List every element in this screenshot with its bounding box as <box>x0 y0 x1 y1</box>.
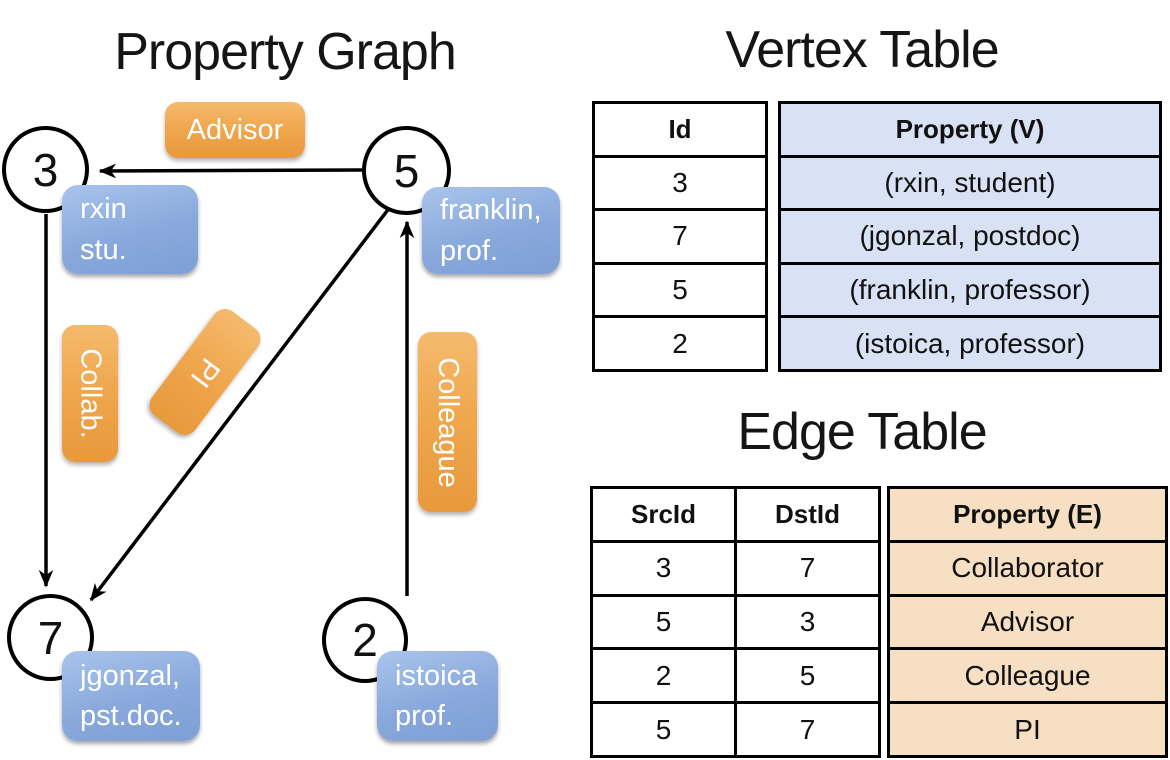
table-cell: 7 <box>595 211 765 265</box>
graph-edges-layer <box>38 163 415 602</box>
edge-table-property-header: Property (E) <box>890 489 1165 543</box>
edge-label-text: Colleague <box>432 356 465 488</box>
table-row: 5 3 <box>593 596 878 651</box>
node-5-id: 5 <box>393 144 420 197</box>
edge-label-collab: Collab. <box>62 325 118 462</box>
edge-table-property-column: Property (E) Collaborator Advisor Collea… <box>887 486 1168 758</box>
table-cell: Colleague <box>890 650 1165 705</box>
table-cell: 7 <box>799 713 816 745</box>
property-graph-title: Property Graph <box>114 23 457 81</box>
table-cell: 3 <box>595 158 765 212</box>
edge-label-advisor: Advisor <box>165 102 305 158</box>
graph-node-2: 2 <box>322 597 408 683</box>
table-cell: 2 <box>593 650 737 702</box>
vertex-property-box-jgonzal: jgonzal, pst.doc. <box>62 651 200 741</box>
node-7-id: 7 <box>37 611 64 664</box>
edge-table-src-header: SrcId <box>593 489 737 540</box>
vertex-property-line: pst.doc. <box>80 700 182 732</box>
table-cell: 5 <box>593 596 737 648</box>
table-cell: 2 <box>672 327 688 359</box>
table-cell: 5 <box>593 704 737 755</box>
edge-table-title: Edge Table <box>737 403 987 461</box>
table-cell: 5 <box>799 659 816 691</box>
table-row: 5 7 <box>593 704 878 755</box>
vertex-property-line: franklin, <box>440 194 542 227</box>
edge-advisor-5-to-3 <box>98 163 363 179</box>
edge-table-header-row: SrcId DstId <box>593 489 878 543</box>
table-cell: 5 <box>595 265 765 319</box>
vertex-table-id-column: Id 3 7 5 2 <box>592 101 768 372</box>
table-cell: Collaborator <box>890 542 1165 597</box>
table-cell: PI <box>890 704 1165 755</box>
vertex-property-box-istoica: istoica prof. <box>377 651 498 741</box>
table-cell: Advisor <box>890 596 1165 651</box>
edge-label-text: Advisor <box>186 113 284 146</box>
vertex-table-property-header: Property (V) <box>781 104 1159 158</box>
vertex-table-title: Vertex Table <box>725 21 999 79</box>
vertex-property-line: prof. <box>440 234 499 267</box>
table-row: 2 5 <box>593 650 878 705</box>
table-cell: (istoica, professor) <box>781 318 1159 369</box>
vertex-table-property-column: Property (V) (rxin, student) (jgonzal, p… <box>778 101 1162 372</box>
edge-label-text: Collab. <box>74 348 107 439</box>
vertex-property-box-franklin: franklin, prof. <box>422 187 560 274</box>
vertex-property-line: prof. <box>395 700 454 732</box>
graph-node-5: 5 <box>362 126 451 215</box>
edge-table-id-columns: SrcId DstId 3 7 5 3 2 5 5 7 <box>590 486 881 758</box>
table-cell: 3 <box>593 542 737 594</box>
edge-label-text: PI <box>184 351 227 393</box>
vertex-property-line: istoica <box>395 659 478 692</box>
vertex-property-line: stu. <box>80 233 127 266</box>
edge-pi-5-to-7 <box>89 205 392 602</box>
vertex-property-line: rxin <box>80 193 127 226</box>
edge-label-colleague: Colleague <box>418 332 477 512</box>
node-2-id: 2 <box>352 614 378 666</box>
table-cell: 7 <box>799 552 816 584</box>
edge-table-dst-header: DstId <box>775 498 840 529</box>
table-cell: (rxin, student) <box>781 157 1159 212</box>
table-cell: (franklin, professor) <box>781 264 1159 319</box>
table-cell: (jgonzal, postdoc) <box>781 211 1159 265</box>
table-cell: 3 <box>799 605 816 637</box>
vertex-property-box-rxin: rxin stu. <box>62 185 198 274</box>
table-row: 3 7 <box>593 542 878 597</box>
node-3-id: 3 <box>32 143 59 196</box>
vertex-table-id-header: Id <box>595 104 765 158</box>
vertex-property-line: jgonzal, <box>80 659 180 692</box>
